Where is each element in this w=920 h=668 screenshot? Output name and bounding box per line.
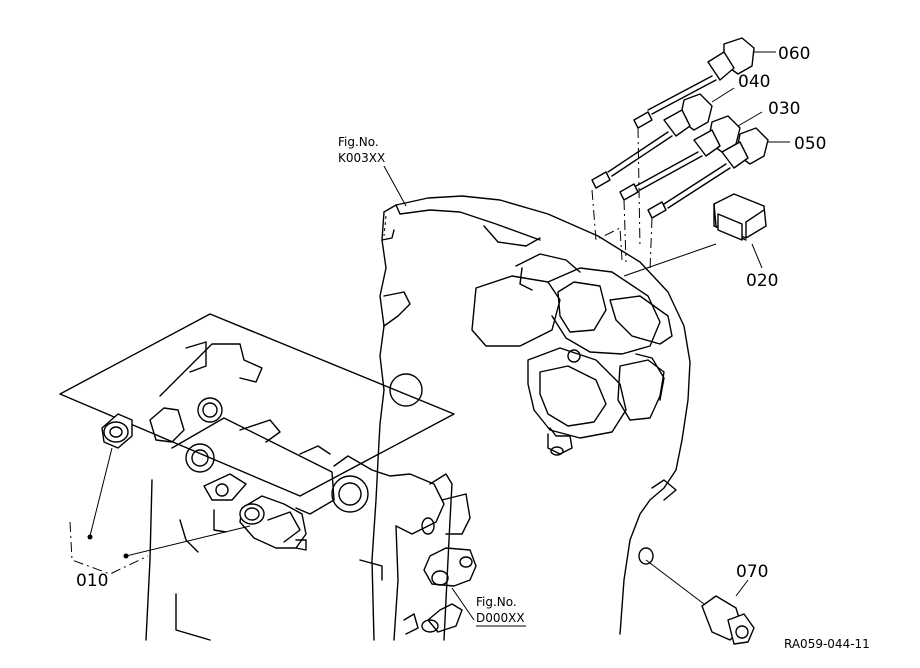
wire-harness-050 — [647, 127, 790, 219]
part-label-040: 040 — [738, 72, 770, 92]
fig-ref-bottom: Fig.No. D000XX — [451, 587, 526, 627]
wire-harness-060 — [633, 37, 776, 129]
part-label-070: 070 — [736, 562, 768, 582]
part-label-060: 060 — [778, 44, 810, 64]
key-switch-part — [69, 413, 307, 575]
part-label-050: 050 — [794, 134, 826, 154]
mounting-bracket — [59, 313, 477, 641]
part-label-010: 010 — [76, 571, 108, 591]
drawing-code: RA059-044-11 — [784, 637, 870, 651]
wire-harness-040 — [591, 87, 735, 189]
fig-ref-top-code: K003XX — [338, 151, 385, 165]
wire-harness-030 — [619, 111, 763, 201]
rocker-switch-part — [623, 193, 767, 277]
fig-ref-top: Fig.No. K003XX — [338, 135, 407, 207]
dashboard-panel — [371, 195, 691, 641]
socket-part — [645, 559, 755, 645]
fig-ref-bottom-code: D000XX — [476, 611, 525, 625]
fig-ref-top-label: Fig.No. — [338, 135, 379, 149]
part-label-030: 030 — [768, 99, 800, 119]
routing-lines — [591, 127, 653, 271]
fig-ref-bottom-label: Fig.No. — [476, 595, 517, 609]
part-label-020: 020 — [746, 271, 778, 291]
